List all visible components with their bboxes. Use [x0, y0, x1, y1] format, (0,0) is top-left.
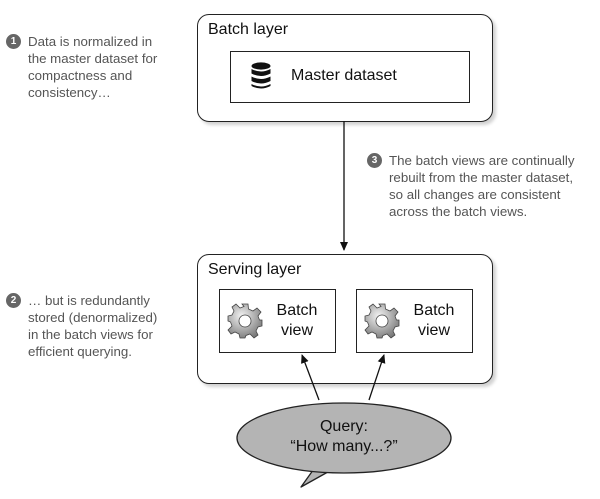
- batch-view-box-1: Batch view: [219, 289, 336, 353]
- gear-icon: [364, 303, 400, 344]
- query-speech-bubble: [236, 402, 452, 488]
- gear-icon: [227, 303, 263, 344]
- query-arrow-left: [301, 354, 320, 401]
- annotation-2: 2 … but is redundantly stored (denormali…: [6, 292, 186, 360]
- batch-view-box-2: Batch view: [356, 289, 473, 353]
- master-dataset-label: Master dataset: [291, 67, 397, 84]
- batch-layer-box: Batch layer Master dataset: [197, 14, 493, 122]
- annotation-1: 1 Data is normalized in the master datas…: [6, 33, 186, 101]
- serving-layer-box: Serving layer Batch view: [197, 254, 493, 384]
- annotation-3: 3 The batch views are continually rebuil…: [367, 152, 597, 220]
- step-number-badge: 2: [6, 293, 21, 308]
- query-arrow-right: [368, 354, 386, 401]
- annotation-text: Data is normalized in the master dataset…: [28, 34, 158, 100]
- batch-view-label: Batch view: [413, 302, 455, 339]
- master-dataset-box: Master dataset: [230, 51, 470, 103]
- query-text: Query: “How many...?”: [290, 418, 398, 455]
- step-number-badge: 1: [6, 34, 21, 49]
- step-number-badge: 3: [367, 153, 382, 168]
- serving-layer-title: Serving layer: [208, 261, 302, 278]
- batch-layer-title: Batch layer: [208, 21, 289, 38]
- annotation-text: The batch views are continually rebuilt …: [389, 153, 575, 219]
- annotation-text: … but is redundantly stored (denormalize…: [28, 293, 158, 359]
- batch-view-label: Batch view: [276, 302, 318, 339]
- database-icon: [251, 62, 271, 95]
